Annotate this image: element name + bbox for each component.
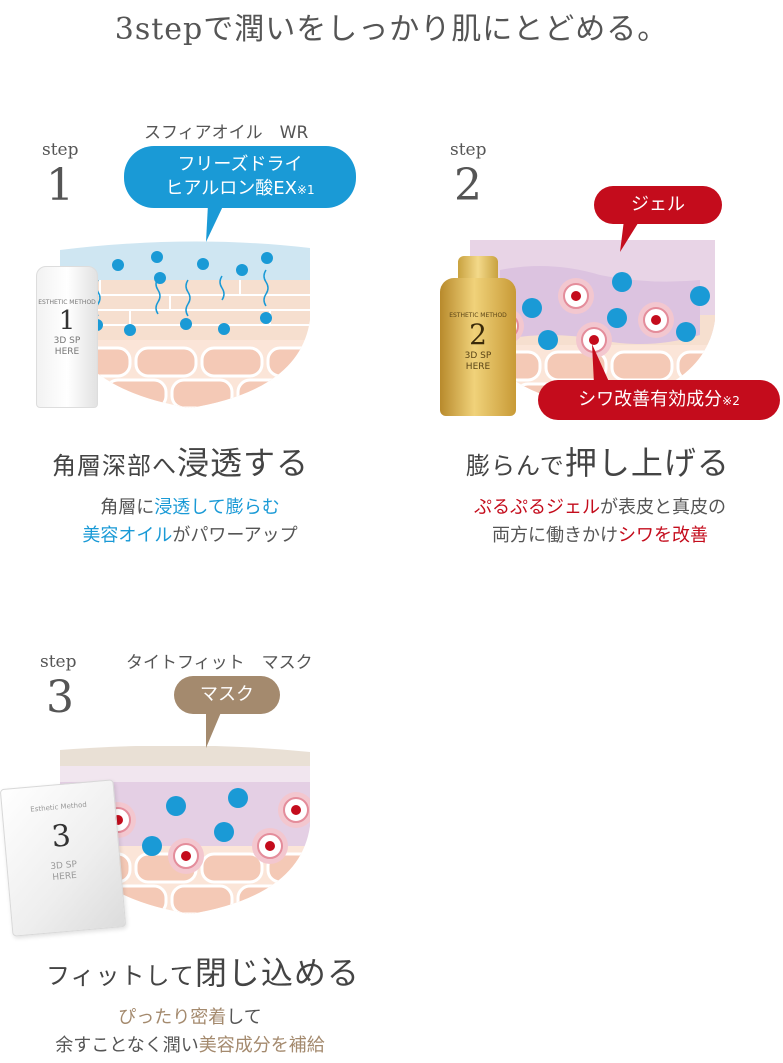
step1-desc-text: 角層に: [100, 497, 155, 518]
step2-description: ぷるぷるジェルが表皮と真皮の 両方に働きかけシワを改善: [430, 494, 770, 550]
step2-gel-bubble: ジェル: [594, 186, 722, 224]
step1-heading: 角層深部へ浸透する: [52, 438, 309, 484]
step2-desc-highlight: シワを改善: [618, 524, 708, 546]
step1-bubble-line2: ヒアルロン酸EX: [165, 178, 297, 199]
step1-description: 角層に浸透して膨らむ 美容オイルがパワーアップ: [40, 494, 340, 550]
step3-product-name: タイトフィット マスク: [126, 653, 313, 673]
step3-description: ぴったり密着して 余すことなく潤い美容成分を補給: [10, 1004, 370, 1060]
step3-label: step: [40, 652, 77, 672]
step2-desc-text: 両方に働きかけ: [492, 524, 618, 546]
step2-ingredient-text: シワ改善有効成分: [578, 389, 723, 410]
step1-package-number: 1: [58, 306, 76, 336]
step2-desc-highlight: ぷるぷるジェル: [474, 497, 600, 518]
step3-heading-big: 閉じ込める: [194, 954, 360, 992]
step1-heading-small: 角層深部へ: [52, 452, 177, 480]
step2-label: step: [450, 140, 487, 160]
step3-number: 3: [46, 672, 74, 723]
step2-ingredient-note: ※2: [722, 394, 740, 408]
step1-product-package: ESTHETIC METHOD 1 3D SPHERE: [36, 266, 98, 408]
step1-heading-big: 浸透する: [177, 444, 310, 482]
step2-desc-text: が表皮と真皮の: [600, 497, 726, 518]
step3-mask-pointer: [206, 710, 222, 748]
step1-product-name: スフィアオイル WR: [144, 123, 309, 143]
step2-gel-pointer: [620, 220, 640, 252]
step2-package-number: 2: [469, 318, 487, 351]
step1-desc-highlight: 美容オイル: [82, 524, 173, 546]
step2-ingredient-pointer: [592, 344, 610, 384]
step2-heading-big: 押し上げる: [564, 444, 730, 482]
page-title: 3stepで潤いをしっかり肌にとどめる。: [114, 12, 669, 47]
step1-bubble-note: ※1: [296, 183, 315, 197]
step3-desc-text: して: [226, 1007, 262, 1028]
step1-bubble-pointer: [206, 204, 224, 242]
step1-desc-text: がパワーアップ: [172, 524, 298, 546]
step1-number: 1: [46, 160, 74, 211]
step3-mask-bubble: マスク: [174, 676, 280, 714]
step2-package-brand: ESTHETIC METHOD: [449, 312, 507, 319]
step2-heading-small: 膨らんで: [466, 452, 565, 480]
step3-heading: フィットして閉じ込める: [46, 948, 360, 994]
step1-label: step: [42, 140, 79, 160]
step1-ingredient-bubble: フリーズドライ ヒアルロン酸EX※1: [124, 146, 356, 208]
step2-package-logo: 3D SPHERE: [464, 351, 492, 372]
step3-desc-text: 余すことなく潤い: [55, 1034, 199, 1056]
step3-heading-small: フィットして: [46, 962, 195, 990]
step1-package-logo: 3D SPHERE: [53, 336, 81, 357]
step1-bubble-line1: フリーズドライ: [177, 154, 303, 175]
step1-desc-highlight: 浸透して膨らむ: [154, 497, 280, 518]
step2-number: 2: [454, 160, 482, 211]
step3-package-logo: 3D SPHERE: [49, 859, 78, 883]
step2-ingredient-bubble: シワ改善有効成分※2: [538, 380, 780, 420]
step1-package-brand: ESTHETIC METHOD: [38, 299, 96, 306]
step3-package-number: 3: [50, 818, 73, 855]
step2-heading: 膨らんで押し上げる: [466, 438, 730, 484]
step2-product-package: ESTHETIC METHOD 2 3D SPHERE: [440, 256, 516, 416]
step1-skin-illustration: [60, 241, 310, 409]
step3-desc-highlight: ぴったり密着: [118, 1007, 227, 1028]
step3-product-package: Esthetic Method 3 3D SPHERE: [0, 779, 127, 937]
step3-desc-highlight: 美容成分を補給: [198, 1034, 325, 1056]
